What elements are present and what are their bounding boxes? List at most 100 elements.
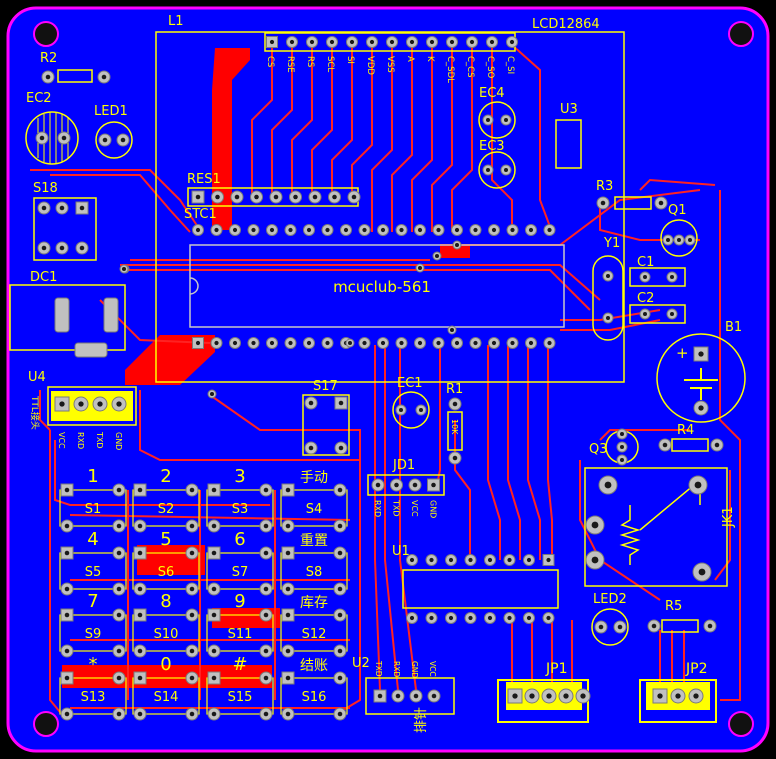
- r1-label: R1: [446, 382, 463, 397]
- lcd-pin-label: C_SDL: [445, 56, 455, 83]
- ec4-pad-hole: [504, 118, 508, 122]
- key-pad-hole: [137, 648, 143, 654]
- mcu-pin-bottom-hole: [232, 340, 238, 346]
- u4-side-label: TTL接头: [29, 395, 41, 430]
- r3-pad-hole: [600, 200, 606, 206]
- key-s7-label: S7: [232, 565, 249, 580]
- key-s12-legend: 库存: [300, 595, 328, 611]
- key-s14-label: S14: [154, 690, 179, 705]
- key-s8-legend: 重置: [300, 533, 328, 549]
- led1-pad-hole: [102, 137, 108, 143]
- ec3-pad-hole: [486, 168, 490, 172]
- q3-pad-hole: [620, 432, 624, 436]
- key-s9-legend: 7: [87, 591, 98, 612]
- u4-pin-label: VCC: [57, 432, 66, 449]
- key-outline: [132, 552, 200, 590]
- key-pad-hole: [116, 586, 122, 592]
- lcd-header-pin-hole: [509, 39, 515, 45]
- lcd-pin-label: SI: [345, 56, 355, 64]
- key-s1-legend: 1: [87, 466, 98, 487]
- mcu-pin-bottom-hole: [547, 340, 552, 346]
- key-pad-hole: [285, 648, 291, 654]
- mcu-pin-top-hole: [399, 227, 404, 233]
- ec1-outline: [392, 391, 430, 429]
- u4-pin-label: GND: [114, 432, 123, 450]
- mounting-hole-br: [728, 711, 754, 737]
- key-s11-label: S11: [228, 627, 253, 642]
- dc1-pad: [74, 342, 108, 358]
- s17-outline: [302, 394, 350, 456]
- lcd-header-pin-hole: [309, 39, 315, 45]
- r1-pad-hole: [452, 401, 458, 407]
- c1-outline: [629, 267, 686, 287]
- y1-label: Y1: [603, 236, 620, 251]
- res1-pin-hole: [351, 194, 357, 200]
- key-pad-hole: [64, 487, 70, 493]
- u4-pin-hole: [59, 401, 65, 407]
- jd1-pin-hole: [394, 482, 399, 488]
- ec2-label: EC2: [26, 91, 52, 106]
- mcu-body: [189, 244, 565, 328]
- mcu-pin-bottom-hole: [436, 340, 441, 346]
- key-pad-hole: [263, 711, 269, 717]
- mcu-pin-top-hole: [491, 227, 497, 233]
- lcd-model-label: LCD12864: [532, 17, 600, 32]
- mcu-pin-top-hole: [343, 227, 349, 233]
- bottom-traces: [30, 44, 741, 713]
- jp2-pin-hole: [693, 693, 699, 699]
- ec2-pad-hole: [39, 135, 45, 141]
- key-s2-label: S2: [158, 502, 175, 517]
- res1-label: RES1: [187, 172, 221, 187]
- mcu-pin-top-hole: [510, 227, 515, 233]
- u4-pin-label: RXD: [76, 432, 85, 449]
- key-s4-legend: 手动: [300, 470, 328, 486]
- res1-pin-hole: [215, 194, 220, 200]
- u1-pin-hole: [409, 615, 415, 621]
- dc1-pad: [54, 297, 70, 333]
- lcd-pin-label: CS: [265, 56, 275, 67]
- s18-label: S18: [33, 181, 58, 196]
- key-pad-hole: [337, 612, 343, 618]
- key-s16-legend: 结账: [300, 658, 328, 674]
- key-outline: [59, 614, 127, 652]
- key-outline: [59, 552, 127, 590]
- u1-outline: [402, 569, 559, 609]
- mcu-pin-bottom-hole: [454, 340, 460, 346]
- jp1-pin-hole: [512, 693, 518, 699]
- mcu-pin-top-hole: [547, 227, 552, 233]
- key-s5-label: S5: [85, 565, 102, 580]
- key-pad-hole: [211, 523, 217, 529]
- lcd-header-pin-hole: [369, 39, 375, 45]
- key-pad-hole: [285, 487, 291, 493]
- led1-outline: [95, 121, 133, 159]
- u3-outline: [555, 119, 582, 169]
- dc1-pad: [103, 297, 119, 333]
- u1-pin-hole: [526, 557, 532, 563]
- s17-label: S17: [313, 379, 338, 394]
- res1-pin-hole: [195, 194, 201, 200]
- mcu-pin-top-hole: [288, 227, 293, 233]
- jp2-pin-hole: [675, 693, 681, 699]
- key-outline: [206, 552, 274, 590]
- key-pad-hole: [137, 523, 143, 529]
- mcu-pin-top-hole: [269, 227, 275, 233]
- key-pad-hole: [189, 648, 195, 654]
- key-pad-hole: [211, 550, 217, 556]
- key-pad-hole: [337, 675, 343, 681]
- lcd-pin-label: RS: [305, 56, 315, 67]
- ec1-pad-hole: [419, 408, 423, 412]
- u2-pin-label: TXD: [374, 660, 383, 677]
- r3-pad-hole: [658, 200, 664, 206]
- key-pad-hole: [189, 675, 195, 681]
- copper-pour-xtal: [440, 244, 470, 258]
- lcd-header-pin-hole: [469, 39, 475, 45]
- q3-pad-hole: [620, 458, 624, 462]
- c1-pad-hole: [643, 275, 647, 279]
- jp2-pin-hole: [657, 693, 663, 699]
- key-pad-hole: [189, 550, 195, 556]
- u2-pin-label: VCC: [428, 661, 437, 677]
- key-pad-hole: [64, 711, 70, 717]
- mcu-pin-top-hole: [417, 227, 423, 233]
- key-outline: [59, 677, 127, 715]
